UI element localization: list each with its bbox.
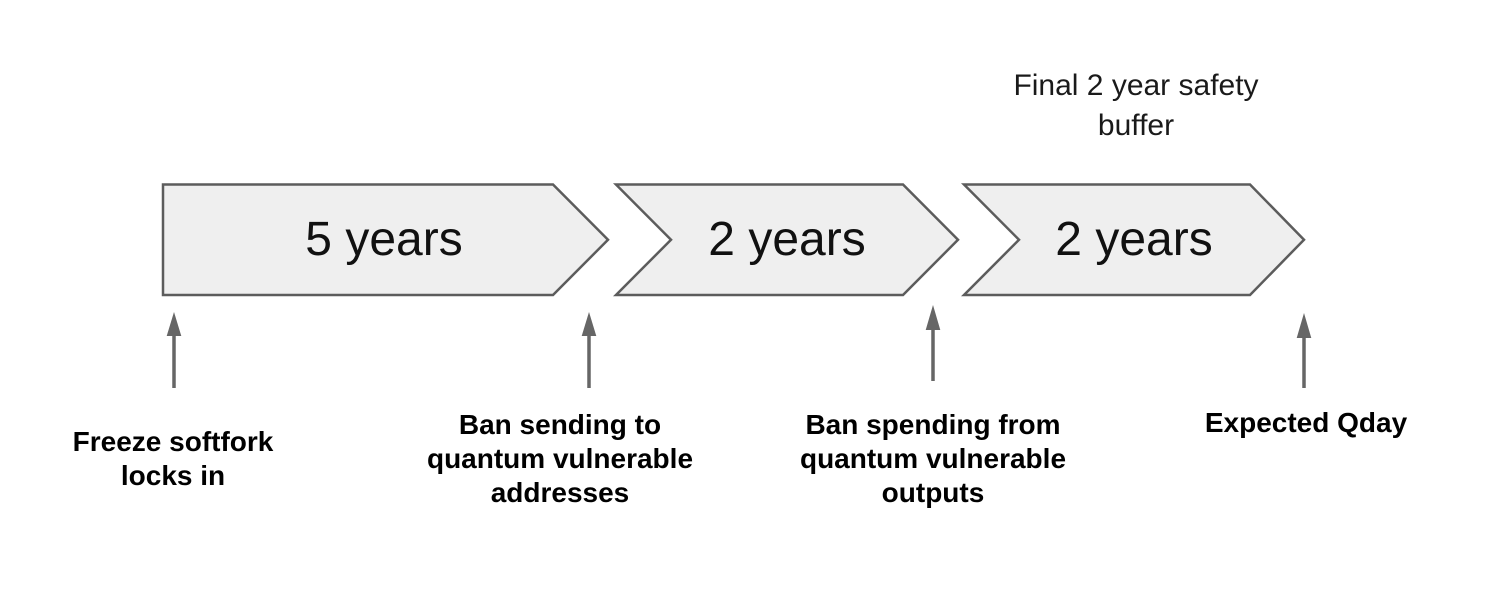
milestone-label-ban-sending: Ban sending to quantum vulnerable addres… — [426, 409, 694, 508]
arrow-head — [1296, 313, 1312, 338]
phase-chevron-2 — [612, 183, 960, 297]
milestone-label-expected-qday: Expected Qday — [1204, 407, 1408, 438]
milestone-arrow-4 — [1296, 313, 1312, 388]
safety-buffer-note: Final 2 year safety buffer — [1013, 69, 1259, 142]
arrow-head — [581, 312, 597, 336]
phase-chevron-3 — [960, 183, 1306, 297]
phase-label-2: 2 years — [708, 213, 866, 266]
phase-label-1: 5 years — [305, 213, 463, 266]
milestone-arrow-3 — [925, 305, 941, 381]
phase-chevron-1 — [161, 183, 610, 297]
milestone-arrow-1 — [166, 312, 182, 388]
arrow-head — [925, 305, 941, 330]
milestone-label-freeze-softfork: Freeze softfork locks in — [72, 426, 274, 491]
phase-label-3: 2 years — [1055, 213, 1213, 266]
arrow-head — [166, 312, 182, 336]
milestone-label-ban-spending: Ban spending from quantum vulnerable out… — [799, 409, 1067, 508]
milestone-arrow-2 — [581, 312, 597, 388]
